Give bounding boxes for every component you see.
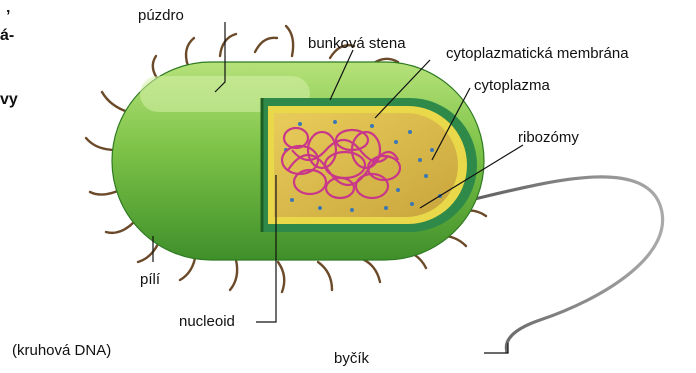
label-kruhova-dna: (kruhová DNA)	[12, 342, 111, 359]
label-bycik: byčík	[334, 350, 370, 367]
label-nucleoid: nucleoid	[179, 313, 235, 330]
label-cytoplazma: cytoplazma	[474, 77, 551, 94]
label-pili: pílí	[140, 271, 161, 288]
label-ribozomy: ribozómy	[518, 129, 579, 146]
label-bunkova-stena: bunková stena	[308, 35, 406, 52]
flagellum	[448, 177, 663, 352]
label-cytoplazmaticka-membrana: cytoplazmatická membrána	[446, 45, 629, 62]
label-puzdro: púzdro	[138, 7, 184, 24]
page-fragment-2: á-	[0, 27, 14, 44]
leader-bycik	[484, 343, 508, 353]
page-fragment-1: ‚	[6, 0, 10, 16]
page-fragment-3: vy	[0, 91, 18, 108]
